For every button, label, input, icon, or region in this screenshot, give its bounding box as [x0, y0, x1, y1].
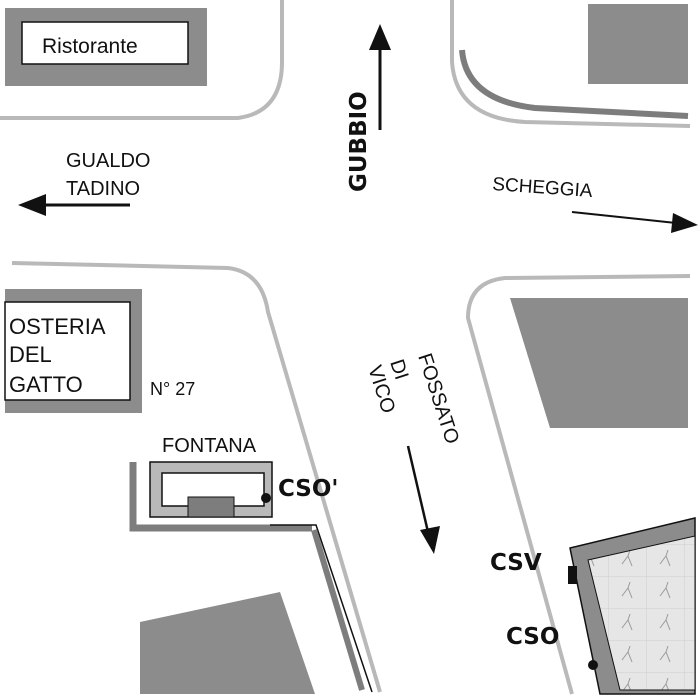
building-bottom-right-inner: [587, 535, 696, 691]
scheggia-arrow-icon: [571, 211, 698, 233]
cso-prime-label: CSO': [278, 476, 338, 502]
osteria-label-line2: DEL: [9, 342, 52, 367]
gualdo-label-line1: GUALDO: [66, 150, 150, 172]
cso-prime-dot-marker-icon: [261, 493, 271, 503]
building-right-middle: [510, 298, 688, 428]
gualdo-arrow-icon: [18, 194, 130, 216]
road-edge-top-left: [0, 0, 284, 120]
road-edge-right-middle: [465, 274, 691, 695]
fontana-basin: [187, 496, 235, 518]
fossato-arrow-icon: [406, 445, 440, 554]
road-edge-lower-dark: [311, 529, 365, 691]
road-edge-top-right-inner: [459, 49, 689, 119]
building-top-right: [588, 4, 688, 84]
gualdo-label-line2: TADINO: [66, 178, 140, 200]
fontana-wall: [129, 462, 312, 532]
road-edge-top-right: [450, 0, 691, 128]
fontana-label: FONTANA: [162, 435, 257, 457]
gubbio-label: GUBBIO: [346, 91, 372, 192]
osteria-block: OSTERIA DEL GATTO: [4, 289, 142, 413]
cso-label: CSO: [506, 624, 559, 650]
csv-label: CSV: [490, 550, 542, 576]
osteria-label-line1: OSTERIA: [9, 314, 106, 339]
road-edge-left-middle: [11, 261, 382, 693]
building-bottom-right: [569, 517, 696, 695]
fontana-structure: [149, 461, 273, 518]
ristorante-block: Ristorante: [5, 8, 207, 86]
cso-dot-marker-icon: [588, 660, 598, 670]
fossato-label-line1: FOSSATO: [413, 351, 463, 447]
osteria-inner: [4, 301, 131, 401]
csv-marker: [568, 566, 577, 584]
osteria-label-line3: GATTO: [9, 372, 83, 397]
house-number-label: N° 27: [150, 379, 195, 399]
gubbio-arrow-icon: [369, 24, 391, 130]
ristorante-label: Ristorante: [42, 35, 138, 58]
ristorante-inner: [21, 21, 189, 65]
fontana-pipe-line: [270, 524, 373, 693]
scheggia-label: SCHEGGIA: [492, 174, 594, 202]
building-bottom-left: [140, 592, 315, 694]
